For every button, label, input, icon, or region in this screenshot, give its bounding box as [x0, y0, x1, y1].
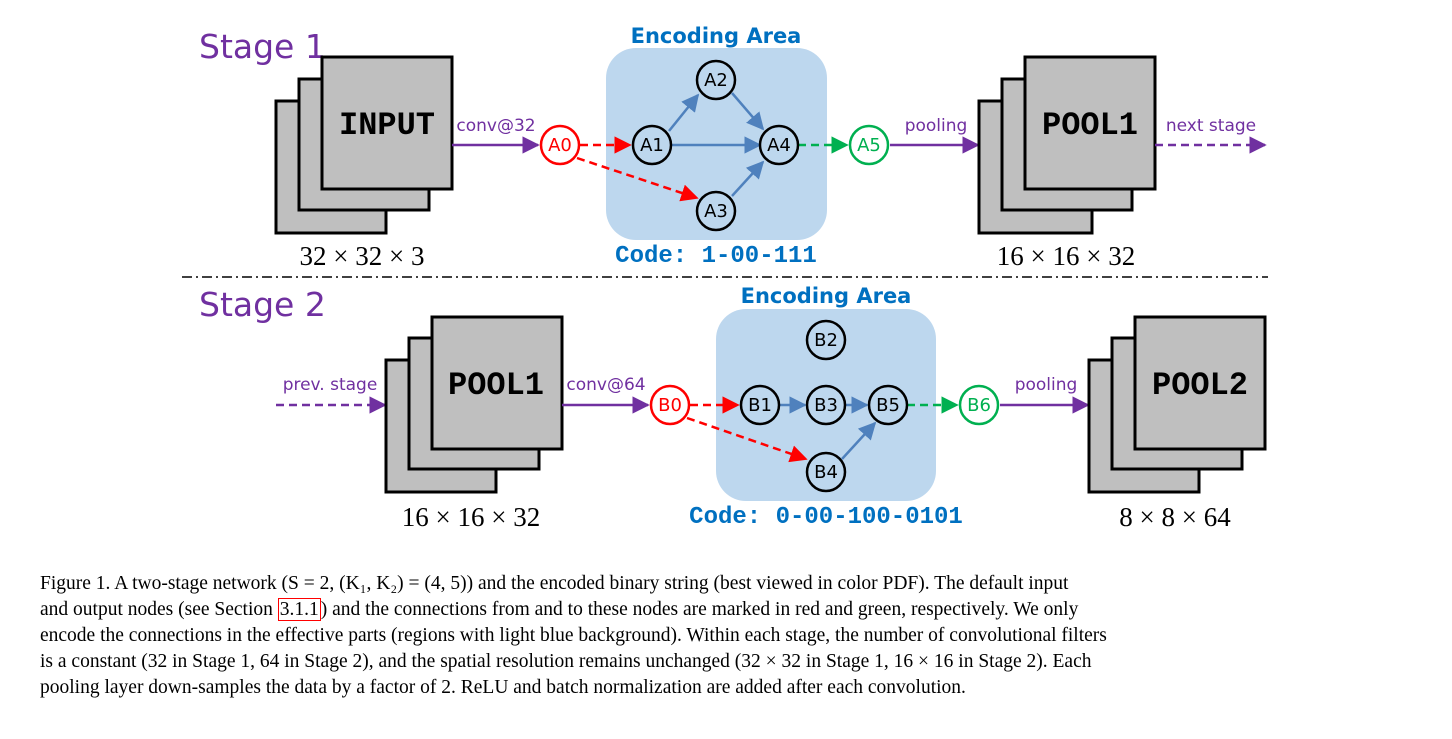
svg-text:B1: B1 — [748, 395, 772, 416]
svg-text:A0: A0 — [548, 135, 572, 156]
caption-line-2-end: ) and the connections from and to these … — [320, 599, 1079, 620]
caption-line-3: encode the connections in the effective … — [40, 625, 1107, 646]
caption-line-1: Figure 1. A two-stage network (S = 2, (K… — [40, 573, 1069, 594]
stage2-code: Code: 0-00-100-0101 — [689, 504, 963, 531]
svg-text:B4: B4 — [814, 462, 838, 483]
stage2-pool-dims: 8 × 8 × 64 — [1119, 502, 1231, 532]
svg-text:A1: A1 — [640, 135, 664, 156]
edge-a1-a2 — [668, 93, 700, 132]
svg-text:B6: B6 — [967, 395, 991, 416]
node-b0: B0 — [649, 384, 691, 426]
stage2-area-title: Encoding Area — [741, 284, 912, 308]
svg-text:B0: B0 — [658, 395, 682, 416]
stage1-pool-stack — [977, 55, 1157, 235]
node-a1: A1 — [631, 124, 673, 166]
stage2-input-stack — [384, 315, 564, 494]
stage2-title: Stage 2 — [199, 285, 326, 324]
node-a3: A3 — [695, 190, 737, 232]
svg-text:A4: A4 — [767, 135, 791, 156]
node-b3: B3 — [805, 384, 847, 426]
caption-line-5: pooling layer down-samples the data by a… — [40, 677, 966, 698]
stage2-conv-label: conv@64 — [566, 375, 645, 395]
stage2-pool-stack — [1087, 315, 1267, 494]
edge-b4-b5 — [841, 421, 877, 460]
svg-text:B2: B2 — [814, 330, 838, 351]
edge-a2-a4 — [731, 92, 765, 131]
svg-text:B5: B5 — [876, 395, 900, 416]
caption-line-2: and output nodes (see Section 3.1.1) and… — [40, 597, 1412, 623]
stage1-title: Stage 1 — [199, 27, 326, 66]
stage2-input-dims: 16 × 16 × 32 — [402, 502, 540, 532]
node-a4: A4 — [758, 124, 800, 166]
stage1-next-label: next stage — [1166, 116, 1256, 136]
node-a2: A2 — [695, 59, 737, 101]
stage1-code: Code: 1-00-111 — [615, 243, 817, 270]
figure-caption: Figure 1. A two-stage network (S = 2, (K… — [40, 571, 1412, 701]
caption-line-2-start: and output nodes (see Section — [40, 599, 278, 620]
stage1-conv-label: conv@32 — [456, 116, 535, 136]
network-diagram: Stage 1 INPUT 32 × 32 × 3 conv@32 Encodi… — [182, 24, 1268, 532]
stage2-pooling-label: pooling — [1015, 375, 1078, 395]
svg-text:B3: B3 — [814, 395, 838, 416]
svg-text:A5: A5 — [857, 135, 881, 156]
stage2-pool-label: POOL2 — [1152, 367, 1248, 404]
node-b6: B6 — [958, 384, 1000, 426]
edge-b0-b4 — [686, 416, 808, 463]
node-a5: A5 — [848, 124, 890, 166]
caption-line-4: is a constant (32 in Stage 1, 64 in Stag… — [40, 651, 1092, 672]
node-b2: B2 — [805, 319, 847, 361]
node-b5: B5 — [867, 384, 909, 426]
stage1-pooling-label: pooling — [905, 116, 968, 136]
stage1-input-dims: 32 × 32 × 3 — [300, 241, 425, 271]
section-reference-link[interactable]: 3.1.1 — [277, 598, 321, 621]
stage1-pool-label: POOL1 — [1042, 107, 1138, 144]
node-b1: B1 — [739, 384, 781, 426]
node-b4: B4 — [805, 451, 847, 493]
svg-text:A2: A2 — [704, 70, 728, 91]
stage1-input-stack — [274, 55, 454, 235]
stage2-prev-label: prev. stage — [283, 375, 378, 395]
node-a0: A0 — [539, 124, 581, 166]
stage1-area-title: Encoding Area — [631, 24, 802, 48]
stage2-input-label: POOL1 — [448, 367, 544, 404]
edge-a3-a4 — [731, 160, 765, 197]
stage1-pool-dims: 16 × 16 × 32 — [997, 241, 1135, 271]
stage1-input-label: INPUT — [339, 107, 435, 144]
svg-text:A3: A3 — [704, 201, 728, 222]
edge-a0-a3 — [576, 156, 699, 202]
